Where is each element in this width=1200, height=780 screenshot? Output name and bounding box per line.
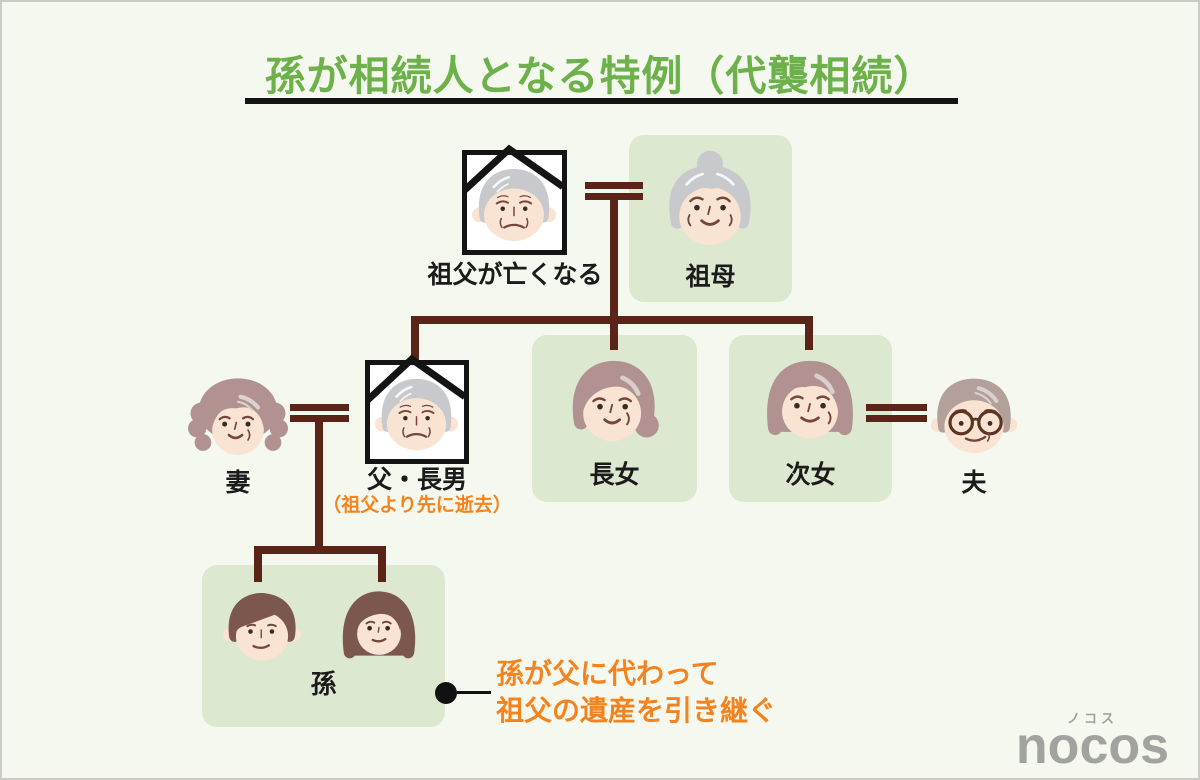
grandfather-label: 祖父が亡くなる (427, 261, 603, 289)
tree-drop-grandson (254, 546, 262, 582)
father-deceased-note: （祖父より先に逝去） (322, 495, 512, 516)
callout-dot-icon (435, 682, 457, 704)
tree-drop-granddaughter (378, 546, 386, 582)
marriage-line-father-top (290, 404, 349, 411)
grandchildren-label: 孫 (310, 669, 337, 699)
nocos-logo: nocos (1015, 717, 1170, 775)
second-daughter-face-icon (754, 346, 866, 458)
memorial-ribbon-icon (364, 354, 467, 404)
grandfather-face-icon (470, 167, 558, 243)
grandfather-memorial-frame (461, 144, 567, 255)
grandmother-label: 祖母 (685, 263, 736, 291)
marriage-line-grandparents-top (585, 182, 643, 189)
callout-line (457, 691, 491, 694)
eldest-daughter-label: 長女 (589, 461, 640, 489)
logo-kana: ノコス (1066, 711, 1118, 726)
tree-rail-grandchildren (254, 546, 386, 554)
tree-drop-eldest-daughter (610, 316, 618, 350)
marriage-line-second-daughter-top (866, 404, 927, 411)
father-face-icon (373, 377, 460, 452)
page-title: 孫が相続人となる特例（代襲相続） (264, 53, 936, 99)
grandmother-face-icon (667, 149, 753, 247)
wife-label: 妻 (225, 469, 251, 497)
wife-face-icon (188, 370, 288, 470)
father-memorial-frame (364, 354, 469, 464)
eldest-daughter-face-icon (558, 346, 670, 458)
second-daughter-label: 次女 (785, 461, 836, 489)
inheritance-note: 孫が父に代わって 祖父の遺産を引き継ぐ (496, 655, 916, 729)
memorial-ribbon-icon (461, 144, 565, 194)
inheritance-note-line2: 祖父の遺産を引き継ぐ (496, 695, 777, 726)
grandson-face-icon (221, 591, 303, 662)
title-underline (245, 98, 958, 104)
father-label: 父・長男 (366, 466, 467, 494)
tree-stem-father-couple (315, 415, 323, 554)
granddaughter-face-icon (341, 590, 417, 660)
tree-drop-second-daughter (805, 316, 813, 350)
marriage-line-second-daughter-bottom (866, 415, 927, 422)
tree-drop-father (411, 316, 419, 362)
tree-stem-grandparents (610, 193, 618, 324)
husband-face-icon (928, 376, 1020, 455)
inheritance-note-line1: 孫が父に代わって (496, 658, 719, 689)
husband-label: 夫 (961, 469, 987, 497)
